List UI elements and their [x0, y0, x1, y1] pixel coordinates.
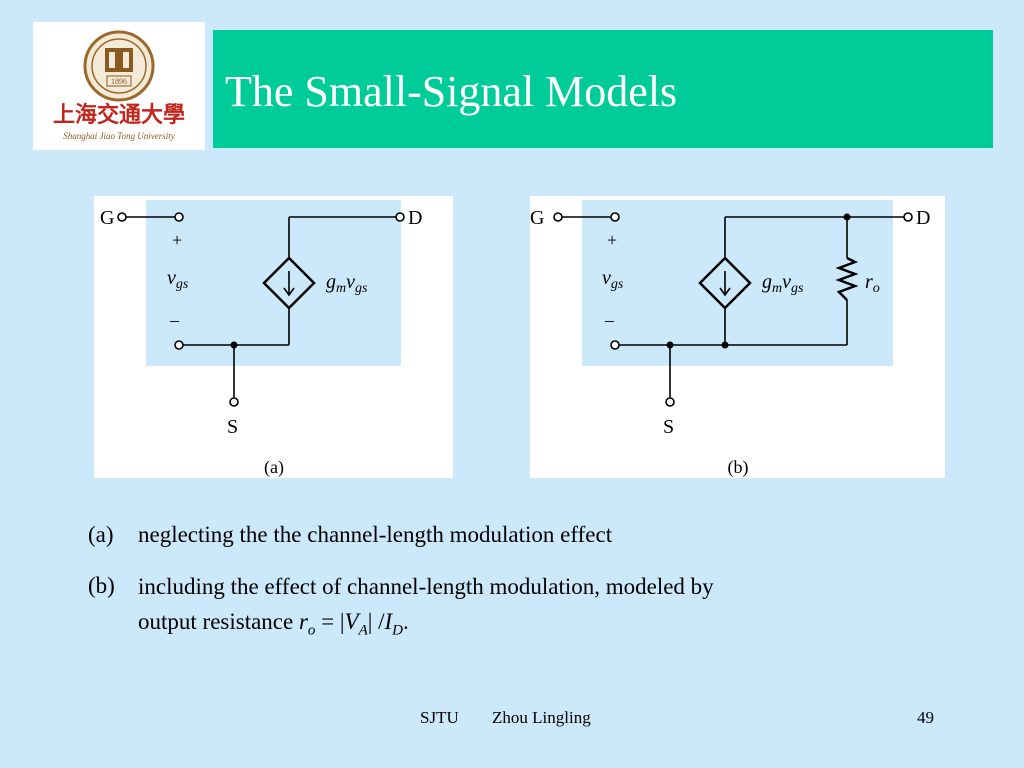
- slide-title: The Small-Signal Models: [225, 67, 678, 116]
- plus-sign: +: [607, 230, 617, 250]
- dependent-current-source-icon: [262, 256, 316, 310]
- gm-vgs-label: gmvgs: [762, 271, 804, 296]
- junction-dot: [230, 341, 238, 349]
- gate-terminal-icon: [117, 212, 127, 222]
- dependent-current-source-icon: [698, 256, 752, 310]
- vgs-label: vgs: [602, 267, 624, 292]
- gate-terminal-icon: [553, 212, 563, 222]
- source-terminal-icon: [229, 397, 239, 407]
- vgs-minus-node-icon: [174, 340, 184, 350]
- title-bar: The Small-Signal Models: [213, 30, 993, 148]
- vgs-plus-node-icon: [174, 212, 184, 222]
- junction-dot: [721, 341, 729, 349]
- page-number: 49: [917, 708, 934, 727]
- figure-a-caption: (a): [264, 457, 284, 478]
- vgs-minus-node-icon: [610, 340, 620, 350]
- figure-b: G D S + – vgs gmvgs ro (b): [530, 196, 945, 478]
- drain-label: D: [916, 207, 930, 229]
- vgs-plus-node-icon: [610, 212, 620, 222]
- ro-label: ro: [865, 271, 880, 296]
- arrow-down-icon: [283, 287, 295, 297]
- circuit-background: [146, 200, 401, 366]
- footer-author: Zhou Lingling: [492, 708, 591, 727]
- junction-dot: [843, 213, 851, 221]
- source-label: S: [663, 416, 674, 438]
- drain-terminal-icon: [903, 212, 913, 222]
- seal-year: 1896: [111, 77, 127, 86]
- drain-terminal-icon: [395, 212, 405, 222]
- plus-sign: +: [172, 230, 182, 250]
- caption-b-label: (b): [88, 573, 115, 598]
- gate-label: G: [100, 207, 114, 229]
- drain-label: D: [408, 207, 422, 229]
- figure-b-caption: (b): [728, 457, 749, 478]
- circuit-background: [582, 200, 893, 366]
- arrow-down-icon: [719, 287, 731, 297]
- logo-english-name: Shanghai Jiao Tong University: [63, 131, 174, 141]
- source-terminal-icon: [665, 397, 675, 407]
- university-logo: 1896 上海交通大學 Shanghai Jiao Tong Universit…: [33, 22, 205, 150]
- junction-dot: [666, 341, 674, 349]
- caption-b-line1: including the effect of channel-length m…: [138, 574, 714, 599]
- minus-sign: –: [604, 310, 615, 330]
- caption-b-line2: output resistance ro = |VA| /ID.: [138, 609, 409, 639]
- minus-sign: –: [169, 310, 180, 330]
- footer-org: SJTU: [420, 708, 459, 727]
- resistor-icon: [835, 256, 859, 301]
- vgs-label: vgs: [167, 267, 189, 292]
- logo-chinese-name: 上海交通大學: [53, 102, 185, 128]
- caption-a-text: neglecting the the channel-length modula…: [138, 522, 613, 547]
- gate-label: G: [530, 207, 544, 229]
- caption-b-text: including the effect of channel-length m…: [138, 569, 714, 649]
- figure-a: G D S + – vgs gmvgs (a): [94, 196, 453, 478]
- gm-vgs-label: gmvgs: [326, 271, 368, 296]
- caption-a-label: (a): [88, 522, 114, 547]
- source-label: S: [227, 416, 238, 438]
